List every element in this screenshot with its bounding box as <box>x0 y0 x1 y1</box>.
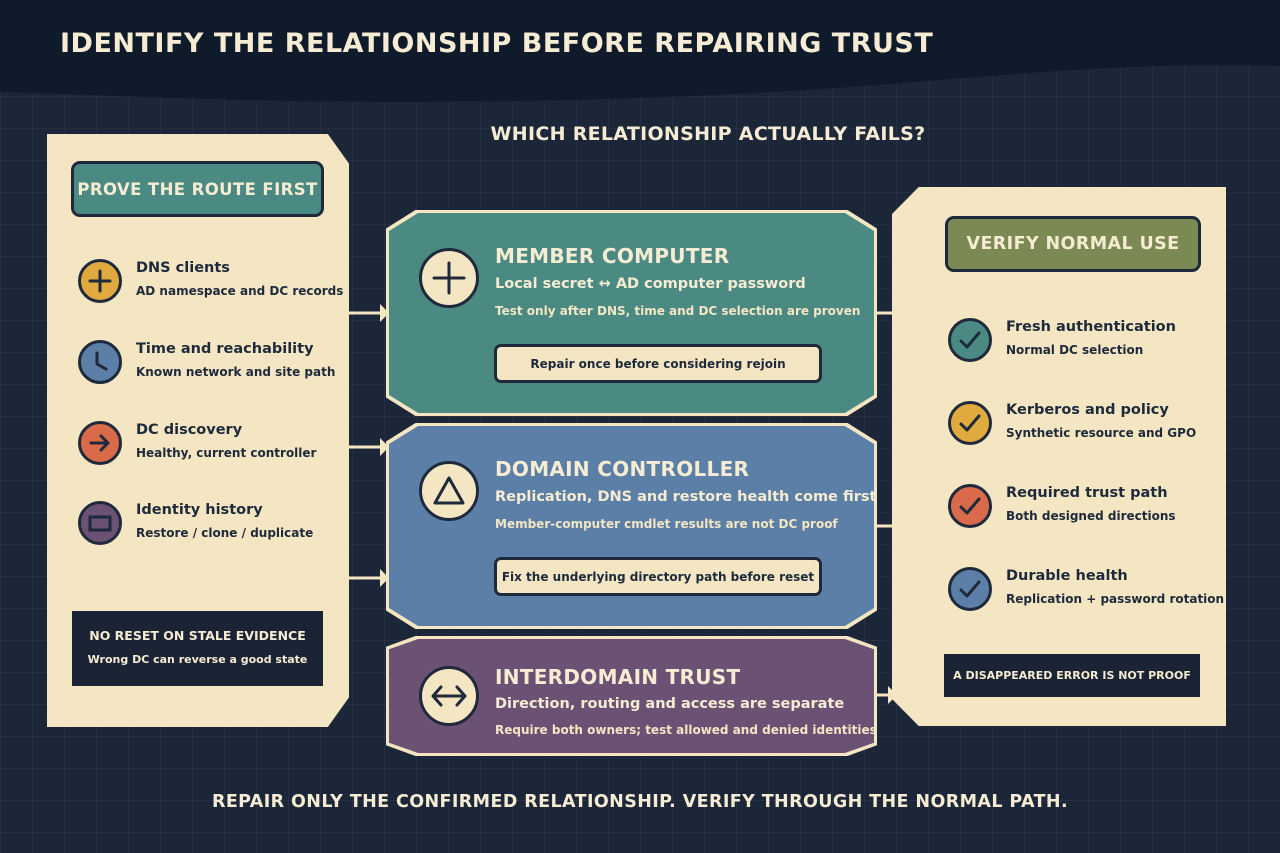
item-subtitle: Healthy, current controller <box>136 446 317 460</box>
card-note: Require both owners; test allowed and de… <box>495 723 877 737</box>
card-title: INTERDOMAIN TRUST <box>495 665 741 689</box>
item-title: Durable health <box>1006 568 1128 584</box>
route-panel: PROVE THE ROUTE FIRST DNS clients AD nam… <box>47 134 349 727</box>
verify-panel: VERIFY NORMAL USE Fresh authentication N… <box>892 187 1226 726</box>
diagram-subtitle: WHICH RELATIONSHIP ACTUALLY FAILS? <box>490 123 926 145</box>
page-title: IDENTIFY THE RELATIONSHIP BEFORE REPAIRI… <box>60 28 934 59</box>
item-subtitle: Replication + password rotation <box>1006 592 1225 606</box>
warning-title: NO RESET ON STALE EVIDENCE <box>89 628 306 643</box>
disappeared-error-warning: A DISAPPEARED ERROR IS NOT PROOF <box>944 654 1200 697</box>
card-subtitle: Replication, DNS and restore health come… <box>495 489 877 505</box>
item-subtitle: Both designed directions <box>1006 509 1176 523</box>
triangle-icon <box>419 461 479 521</box>
item-title: Kerberos and policy <box>1006 402 1169 418</box>
card-note: Test only after DNS, time and DC selecti… <box>495 304 861 318</box>
item-subtitle: Synthetic resource and GPO <box>1006 426 1197 440</box>
verify-panel-heading: VERIFY NORMAL USE <box>945 216 1201 272</box>
warning-subtitle: Wrong DC can reverse a good state <box>87 653 308 666</box>
card-note: Member-computer cmdlet results are not D… <box>495 517 838 531</box>
stale-evidence-warning: NO RESET ON STALE EVIDENCE Wrong DC can … <box>72 611 323 686</box>
arrow-right-icon <box>78 421 122 465</box>
bidirectional-arrow-icon <box>419 666 479 726</box>
item-title: Identity history <box>136 502 263 518</box>
card-subtitle: Local secret ↔ AD computer password <box>495 276 806 292</box>
header-band <box>0 0 1280 102</box>
item-title: Required trust path <box>1006 485 1168 501</box>
footer-note: REPAIR ONLY THE CONFIRMED RELATIONSHIP. … <box>211 792 1069 812</box>
card-title: DOMAIN CONTROLLER <box>495 457 750 481</box>
plus-icon <box>419 248 479 308</box>
card-subtitle: Direction, routing and access are separa… <box>495 696 845 712</box>
interdomain-trust-card: INTERDOMAIN TRUST Direction, routing and… <box>386 636 877 756</box>
item-subtitle: Normal DC selection <box>1006 343 1144 357</box>
item-title: Time and reachability <box>136 341 314 357</box>
check-icon <box>948 318 992 362</box>
plus-icon <box>78 259 122 303</box>
rectangle-icon <box>78 501 122 545</box>
clock-icon <box>78 340 122 384</box>
check-icon <box>948 401 992 445</box>
item-title: DNS clients <box>136 260 230 276</box>
check-icon <box>948 567 992 611</box>
item-title: DC discovery <box>136 422 243 438</box>
item-subtitle: AD namespace and DC records <box>136 284 344 298</box>
domain-controller-card: DOMAIN CONTROLLER Replication, DNS and r… <box>386 423 877 629</box>
item-subtitle: Known network and site path <box>136 365 336 379</box>
rejoin-action: Repair once before considering rejoin <box>494 344 822 383</box>
card-title: MEMBER COMPUTER <box>495 244 730 268</box>
item-title: Fresh authentication <box>1006 319 1176 335</box>
check-icon <box>948 484 992 528</box>
member-computer-card: MEMBER COMPUTER Local secret ↔ AD comput… <box>386 210 877 416</box>
directory-path-action: Fix the underlying directory path before… <box>494 557 822 596</box>
route-panel-heading: PROVE THE ROUTE FIRST <box>71 161 324 217</box>
item-subtitle: Restore / clone / duplicate <box>136 526 314 540</box>
